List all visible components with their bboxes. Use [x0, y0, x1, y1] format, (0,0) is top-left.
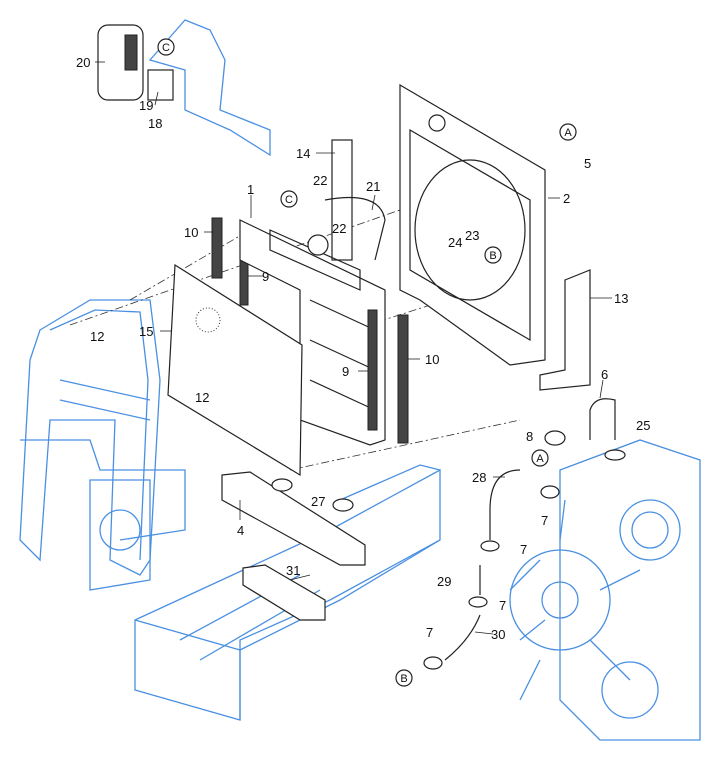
label-22a: 22 [313, 173, 327, 188]
label-20: 20 [76, 55, 90, 70]
label-13: 13 [614, 291, 628, 306]
label-10b: 10 [425, 352, 439, 367]
fan-shroud [399, 83, 546, 366]
label-5: 5 [584, 156, 591, 171]
label-24: 24 [448, 235, 462, 250]
label-9b: 9 [342, 364, 349, 379]
label-19: 19 [139, 98, 153, 113]
part-labels: 20 19 18 14 22 21 1 10 22 9 24 23 2 5 13… [76, 55, 650, 642]
foam-10-left [211, 217, 223, 279]
label-21: 21 [366, 179, 380, 194]
label-7b: 7 [520, 542, 527, 557]
label-18: 18 [148, 116, 162, 131]
hose-6 [589, 398, 616, 440]
label-27: 27 [311, 494, 325, 509]
label-31: 31 [286, 563, 300, 578]
clamp-8 [544, 430, 566, 446]
label-12a: 12 [90, 329, 104, 344]
upper-hose [324, 196, 386, 261]
label-9a: 9 [262, 269, 269, 284]
clamp-7c [468, 596, 488, 608]
label-2: 2 [563, 191, 570, 206]
label-8: 8 [526, 429, 533, 444]
screen-panel [167, 263, 303, 477]
label-7c: 7 [499, 598, 506, 613]
ref-b-shroud: B [489, 250, 496, 262]
ref-b-hose: B [400, 673, 407, 685]
ref-a-hose: A [536, 453, 544, 465]
clamp-7a [540, 485, 560, 499]
label-15: 15 [139, 324, 153, 339]
label-7d: 7 [426, 625, 433, 640]
mount-27a [271, 478, 293, 492]
foam-10-right [397, 314, 409, 444]
label-12b: 12 [195, 390, 209, 405]
block-4 [221, 471, 366, 566]
radiator [239, 219, 386, 446]
label-22b: 22 [332, 221, 346, 236]
foam-9-right [367, 309, 378, 431]
label-23: 23 [465, 228, 479, 243]
label-10a: 10 [184, 225, 198, 240]
seal-13 [539, 269, 591, 391]
clamp-25 [604, 449, 626, 461]
coolant-reservoir [97, 24, 174, 101]
reference-markers: C C A B A B [157, 38, 577, 687]
leader-lines [95, 61, 612, 635]
label-1: 1 [247, 182, 254, 197]
front-frame [19, 299, 186, 591]
hose-30 [444, 614, 481, 661]
clamp-7d [423, 656, 443, 670]
ref-a-shroud: A [564, 127, 572, 139]
block-31 [242, 564, 326, 621]
ref-c-hose: C [285, 194, 293, 206]
label-29: 29 [437, 574, 451, 589]
engine [509, 439, 701, 741]
hose-28 [489, 469, 521, 540]
reservoir-bracket [148, 19, 271, 157]
seal-14 [331, 139, 353, 261]
clamp-7b [480, 540, 500, 552]
label-4: 4 [237, 523, 244, 538]
label-30: 30 [491, 627, 505, 642]
label-14: 14 [296, 146, 310, 161]
label-6: 6 [601, 367, 608, 382]
label-25: 25 [636, 418, 650, 433]
mount-27b [332, 498, 354, 512]
label-7a: 7 [541, 513, 548, 528]
ref-c-top: C [162, 42, 170, 54]
label-28: 28 [472, 470, 486, 485]
